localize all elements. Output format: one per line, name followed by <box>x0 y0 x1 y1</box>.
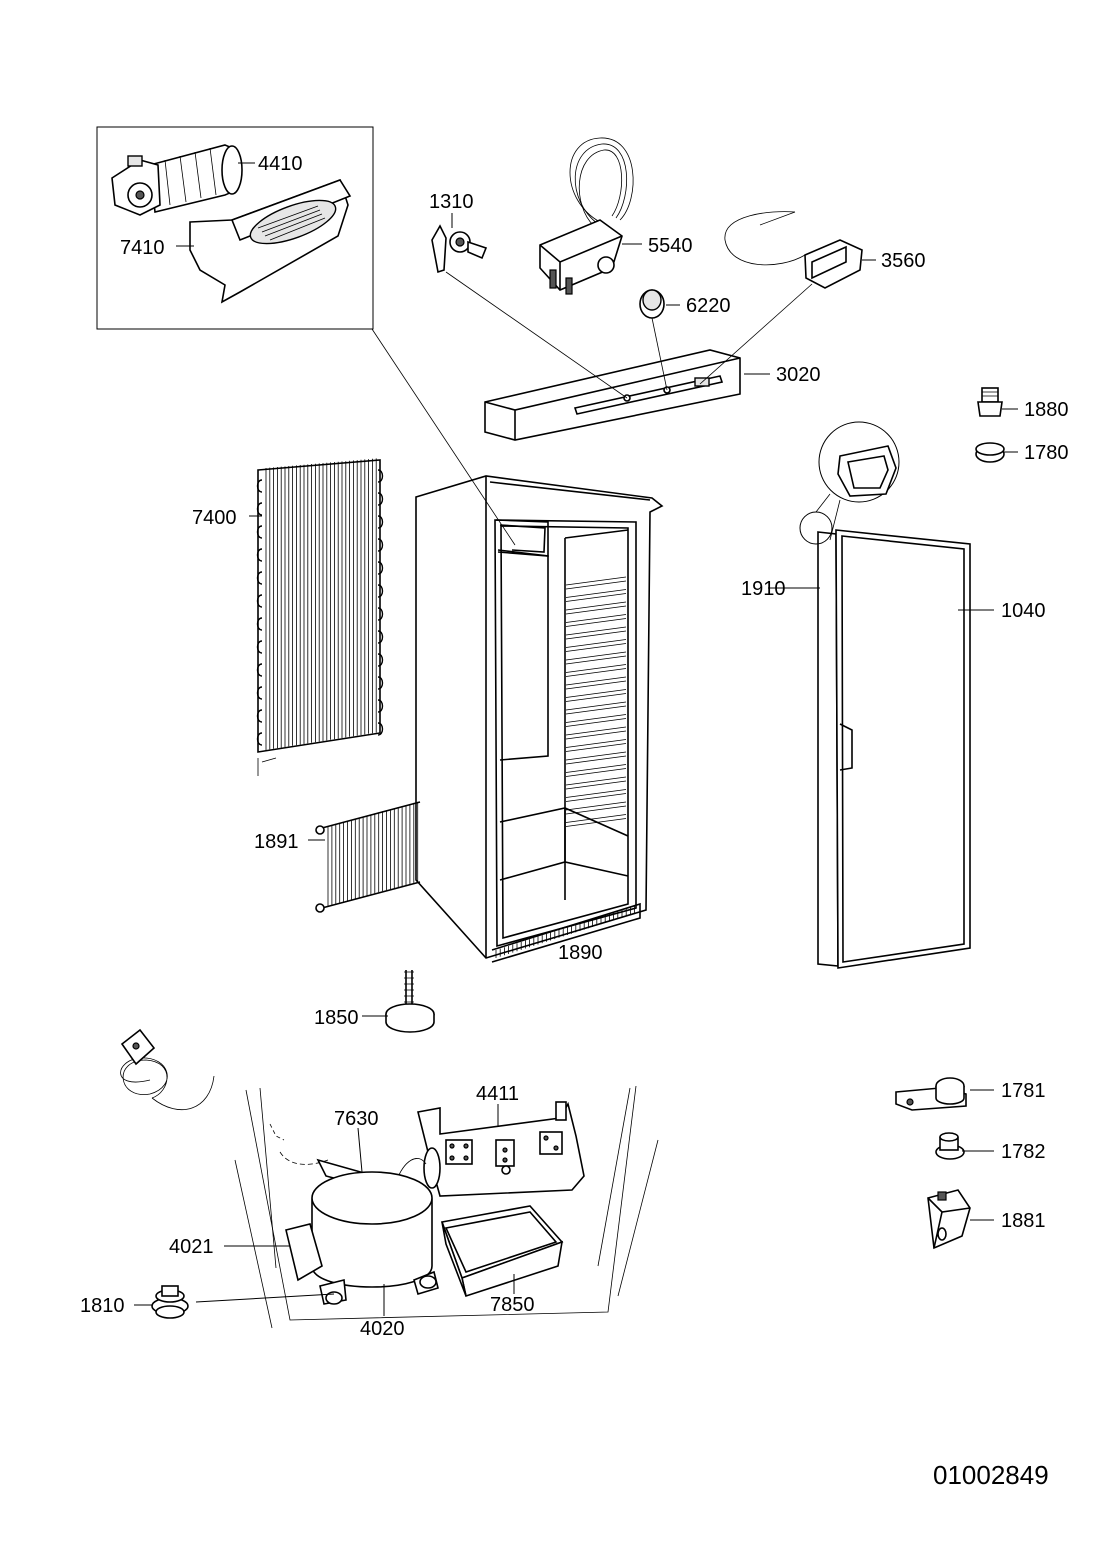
adjustable-foot-illustration <box>385 970 435 1033</box>
hinge-pin-illustration <box>977 387 1003 417</box>
part-labels: 4410 7410 1310 5540 3560 6220 3020 1880 … <box>80 153 1069 1340</box>
part-label-1782: 1782 <box>1001 1141 1046 1163</box>
hinge-illustration <box>895 1077 967 1111</box>
corner-bracket-illustration <box>927 1189 971 1250</box>
lower-condenser-illustration <box>315 801 421 913</box>
part-label-7410: 7410 <box>120 237 165 259</box>
fan-motor-illustration <box>111 144 243 216</box>
part-label-5540: 5540 <box>648 235 693 257</box>
part-label-1781: 1781 <box>1001 1080 1046 1102</box>
condenser-illustration <box>256 458 384 776</box>
cabinet-illustration <box>415 475 664 963</box>
part-label-7850: 7850 <box>490 1294 535 1316</box>
document-number: 01002849 <box>933 1460 1049 1490</box>
part-label-1810: 1810 <box>80 1295 125 1317</box>
part-label-4021: 4021 <box>169 1236 214 1258</box>
hinge-bush-illustration <box>935 1132 965 1160</box>
part-label-1881: 1881 <box>1001 1210 1046 1232</box>
lock-with-key-illustration <box>431 224 488 274</box>
power-cord-illustration <box>120 1028 215 1111</box>
part-label-1891: 1891 <box>254 831 299 853</box>
part-label-1780: 1780 <box>1024 442 1069 464</box>
bush-illustration <box>975 442 1005 463</box>
door-illustration <box>799 421 971 969</box>
part-label-1910: 1910 <box>741 578 786 600</box>
part-label-1040: 1040 <box>1001 600 1046 622</box>
part-label-4411: 4411 <box>476 1083 519 1105</box>
part-label-6220: 6220 <box>686 295 731 317</box>
compressor-compartment-illustration <box>234 1085 659 1329</box>
fan-cover-illustration <box>189 178 352 304</box>
fan-bracket-illustration <box>417 1101 585 1197</box>
part-label-3020: 3020 <box>776 364 821 386</box>
knob-illustration <box>639 289 665 319</box>
part-label-7630: 7630 <box>334 1108 379 1130</box>
part-label-1890: 1890 <box>558 942 603 964</box>
control-panel-illustration <box>484 349 741 441</box>
thermostat-illustration <box>539 137 634 295</box>
part-label-1880: 1880 <box>1024 399 1069 421</box>
grommet-illustration <box>151 1285 189 1319</box>
fan-assembly-inset <box>96 126 374 330</box>
compressor-illustration <box>285 1171 439 1305</box>
display-with-sensor-illustration <box>724 211 863 289</box>
drip-tray-illustration <box>440 1205 564 1298</box>
part-label-4020: 4020 <box>360 1318 405 1340</box>
part-label-1310: 1310 <box>429 191 474 213</box>
part-label-7400: 7400 <box>192 507 237 529</box>
part-label-1850: 1850 <box>314 1007 359 1029</box>
part-label-3560: 3560 <box>881 250 926 272</box>
leader-lines <box>134 162 1018 1316</box>
part-label-4410: 4410 <box>258 153 303 175</box>
